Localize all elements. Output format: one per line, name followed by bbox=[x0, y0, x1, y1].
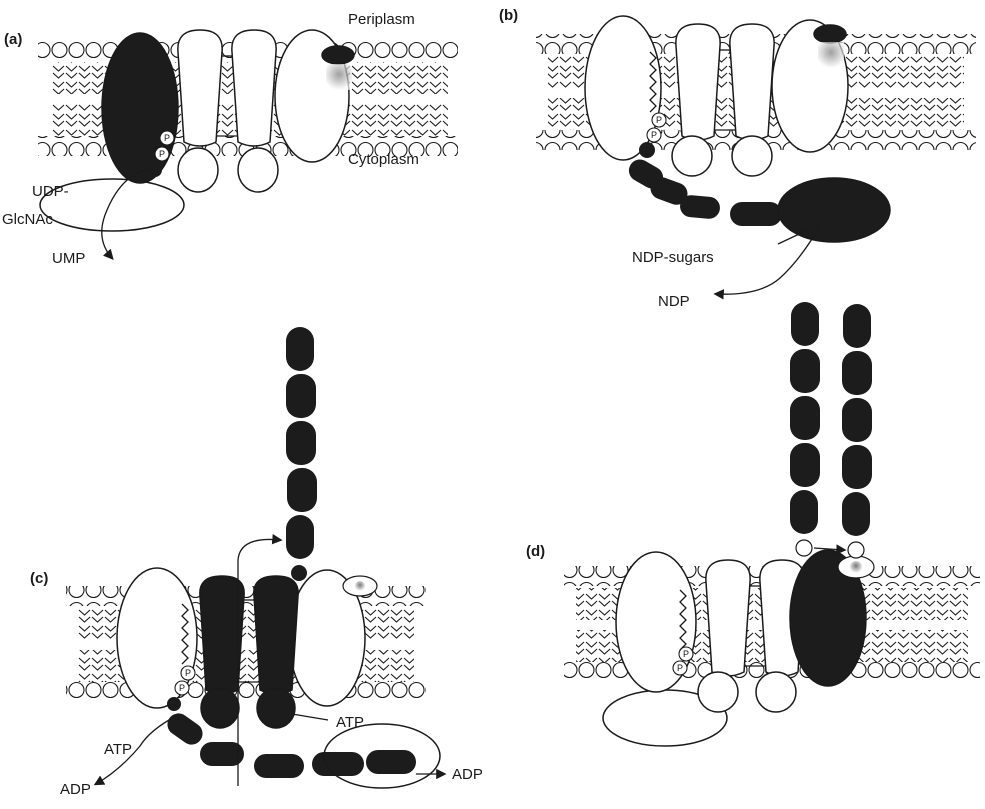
svg-text:P: P bbox=[179, 683, 185, 693]
svg-text:P: P bbox=[656, 115, 662, 125]
lipid-carrier-a bbox=[322, 46, 354, 90]
lipid-carrier-d bbox=[838, 556, 874, 578]
panel-c: P P (c) ATP ATP ADP ADP bbox=[30, 327, 483, 798]
lipid-carrier-c bbox=[343, 576, 377, 596]
glcnac-label: GlcNAc bbox=[2, 211, 53, 228]
adp-right-label: ADP bbox=[452, 766, 483, 783]
panel-d: P P (d) bbox=[526, 302, 980, 746]
cytoplasm-label: Cytoplasm bbox=[348, 151, 419, 168]
svg-text:P: P bbox=[651, 130, 657, 140]
transferase-dark-a bbox=[102, 33, 178, 183]
ndp-label: NDP bbox=[658, 293, 690, 310]
atp-top-label: ATP bbox=[336, 714, 364, 731]
atp-top-leader bbox=[292, 714, 328, 720]
svg-text:P: P bbox=[683, 649, 689, 659]
ump-label: UMP bbox=[52, 250, 85, 267]
panel-d-label: (d) bbox=[526, 543, 545, 560]
atp-bottom-label: ATP bbox=[104, 741, 132, 758]
panel-a-label: (a) bbox=[4, 31, 22, 48]
svg-text:P: P bbox=[159, 149, 165, 159]
lipid-carrier-b bbox=[814, 25, 846, 68]
panel-b-label: (b) bbox=[499, 7, 518, 24]
svg-text:P: P bbox=[677, 663, 683, 673]
glycan-chain-left-d bbox=[790, 302, 820, 556]
panel-b: P P (b) NDP-sugars NDP bbox=[499, 7, 976, 310]
svg-text:P: P bbox=[164, 133, 170, 143]
periplasm-label: Periplasm bbox=[348, 11, 415, 28]
adp-left-label: ADP bbox=[60, 781, 91, 798]
glycan-chain-exported-c bbox=[286, 327, 317, 581]
svg-text:P: P bbox=[185, 668, 191, 678]
panel-c-label: (c) bbox=[30, 570, 48, 587]
glycan-chain-right-d bbox=[842, 304, 872, 558]
glycosyltransferase-dark-b bbox=[778, 178, 890, 242]
panel-a: P P (a) Periplasm Cytoplasm UDP- GlcNAc … bbox=[2, 11, 458, 267]
ndp-sugars-label: NDP-sugars bbox=[632, 249, 714, 266]
udp-label: UDP- bbox=[32, 183, 69, 200]
